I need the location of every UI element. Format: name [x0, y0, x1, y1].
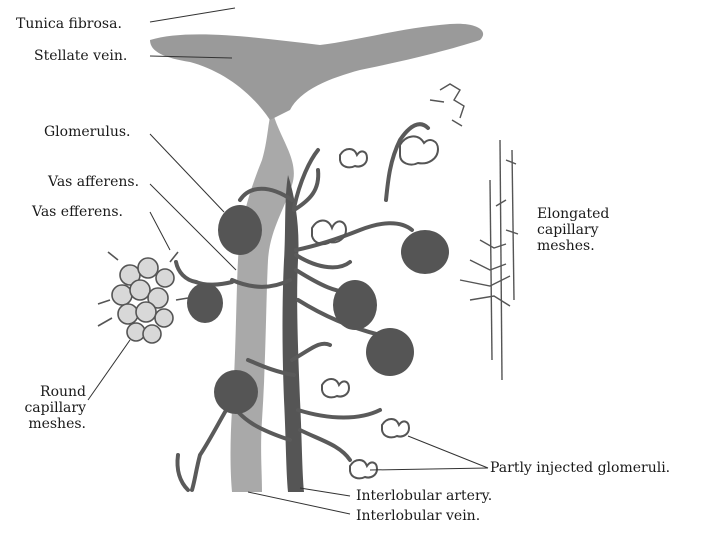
label-tunica-fibrosa: Tunica fibrosa.: [16, 16, 122, 32]
label-elongated-line-3: meshes.: [537, 238, 609, 254]
glomerulus-6: [187, 283, 223, 323]
interlobular-artery: [283, 175, 305, 492]
glomerulus-5: [214, 370, 258, 414]
label-stellate-vein: Stellate vein.: [34, 48, 127, 64]
glomerulus-3: [333, 280, 377, 330]
label-vas-afferens: Vas afferens.: [48, 174, 139, 190]
glomerulus-4: [366, 328, 414, 376]
label-interlobular-artery: Interlobular artery.: [356, 488, 492, 504]
elongated-capillary-meshes: [430, 84, 518, 380]
label-round-line-2: capillary: [6, 400, 86, 416]
label-partly-injected-glomeruli: Partly injected glomeruli.: [490, 460, 670, 476]
label-interlobular-vein: Interlobular vein.: [356, 508, 480, 524]
label-elongated-line-1: Elongated: [537, 206, 609, 222]
glomerulus-2: [401, 230, 449, 274]
label-glomerulus: Glomerulus.: [44, 124, 131, 140]
label-elongated-capillary-meshes: Elongated capillary meshes.: [537, 206, 609, 254]
label-round-line-1: Round: [6, 384, 86, 400]
label-round-line-3: meshes.: [6, 416, 86, 432]
label-round-capillary-meshes: Round capillary meshes.: [6, 384, 86, 432]
stellate-vein: [150, 24, 483, 120]
round-capillary-meshes: [98, 252, 188, 343]
glomerulus-1: [218, 205, 262, 255]
label-vas-efferens: Vas efferens.: [32, 204, 123, 220]
label-elongated-line-2: capillary: [537, 222, 609, 238]
